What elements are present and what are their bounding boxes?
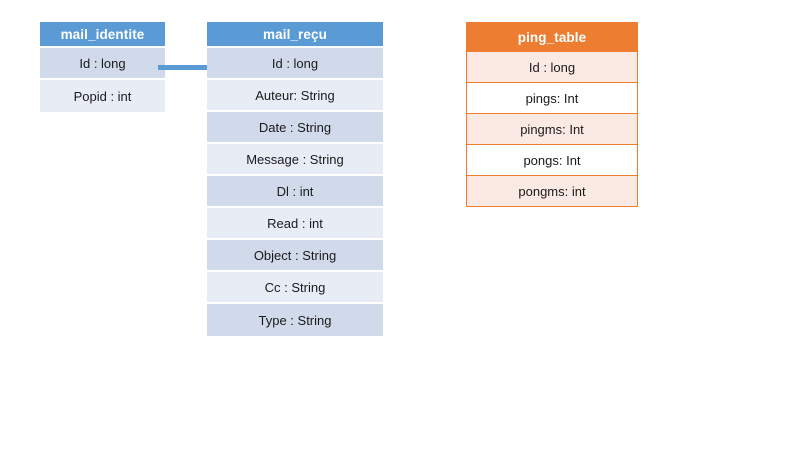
entity-table-ping-table[interactable]: ping_table Id : long pings: Int pingms: …: [466, 22, 638, 207]
entity-field-row: Popid : int: [40, 80, 165, 112]
entity-table-mail-recu[interactable]: mail_reçu Id : long Auteur: String Date …: [207, 22, 383, 336]
entity-field-row: Cc : String: [207, 272, 383, 304]
entity-field-row: Read : int: [207, 208, 383, 240]
entity-field-row: Object : String: [207, 240, 383, 272]
relationship-connector-identite-recu: [158, 65, 210, 70]
entity-field-row: Date : String: [207, 112, 383, 144]
entity-field-row: pings: Int: [467, 82, 637, 113]
entity-field-row: Message : String: [207, 144, 383, 176]
entity-field-row: Type : String: [207, 304, 383, 336]
entity-field-row: pongms: int: [467, 175, 637, 206]
entity-field-row: Auteur: String: [207, 80, 383, 112]
entity-field-row: Id : long: [40, 48, 165, 80]
entity-header-mail-identite: mail_identite: [40, 22, 165, 48]
entity-field-row: pongs: Int: [467, 144, 637, 175]
entity-field-row: Id : long: [207, 48, 383, 80]
entity-field-row: Dl : int: [207, 176, 383, 208]
entity-header-mail-recu: mail_reçu: [207, 22, 383, 48]
entity-field-row: pingms: Int: [467, 113, 637, 144]
entity-table-mail-identite[interactable]: mail_identite Id : long Popid : int: [40, 22, 165, 112]
entity-field-row: Id : long: [467, 51, 637, 82]
entity-header-ping-table: ping_table: [467, 23, 637, 51]
